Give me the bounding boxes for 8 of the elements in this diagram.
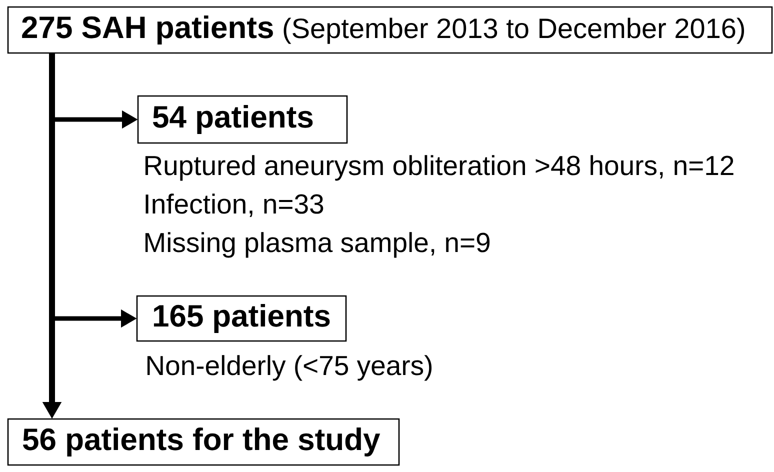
note-text: Missing plasma sample, n=9 (145, 232, 490, 258)
process-box: 165 patients (136, 295, 347, 342)
process-box: 275 SAH patients (September 2013 to December 2016) (7, 6, 773, 54)
note-text: Non-elderly (<75 years) (147, 355, 432, 381)
process-box: 54 patients (137, 95, 348, 144)
note-text: Infection, n=33 (146, 194, 324, 218)
process-box: 56 patients for the study (7, 418, 400, 466)
note-text: Ruptured aneurysm obliteration >48 hours, n=12 (145, 155, 734, 181)
